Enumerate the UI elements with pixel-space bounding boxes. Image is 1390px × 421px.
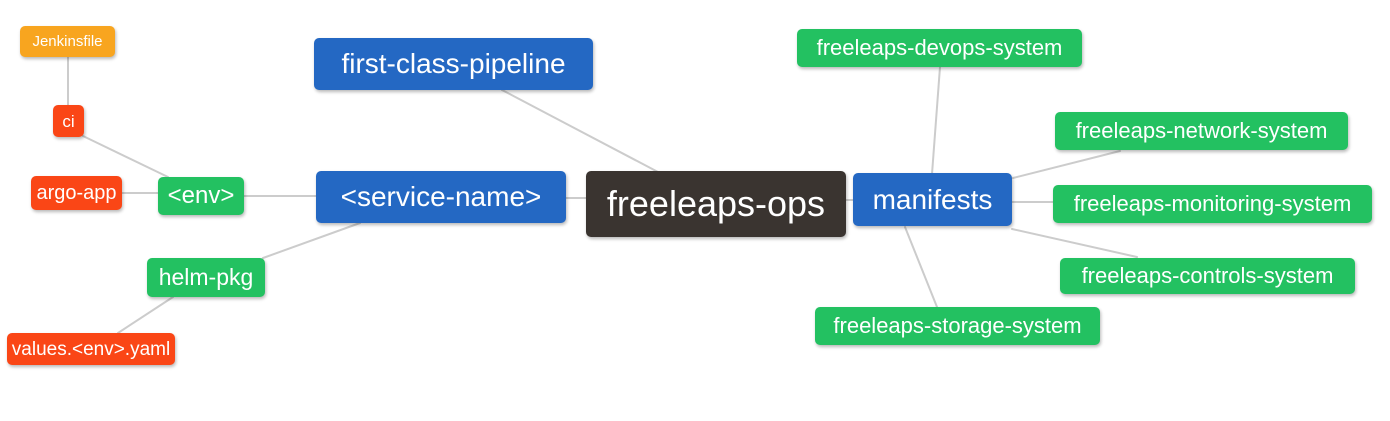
node-freeleaps-ops[interactable]: freeleaps-ops — [586, 171, 846, 237]
edge-ci-to-env — [82, 135, 169, 178]
node-helm-pkg[interactable]: helm-pkg — [147, 258, 265, 297]
node-devops-system[interactable]: freeleaps-devops-system — [797, 29, 1082, 67]
edge-manifests-to-network-system — [1012, 150, 1121, 179]
edge-first-class-pipeline-to-freeleaps-ops — [501, 89, 659, 173]
edge-service-name-to-helm-pkg — [262, 222, 361, 259]
node-network-system[interactable]: freeleaps-network-system — [1055, 112, 1348, 150]
node-argo-app[interactable]: argo-app — [31, 176, 122, 210]
edge-manifests-to-devops-system — [931, 66, 941, 175]
node-ci[interactable]: ci — [53, 105, 84, 137]
node-jenkinsfile[interactable]: Jenkinsfile — [20, 26, 115, 57]
node-service-name[interactable]: <service-name> — [316, 171, 566, 223]
node-first-class-pipeline[interactable]: first-class-pipeline — [314, 38, 593, 90]
edge-helm-pkg-to-values-env-yaml — [117, 296, 174, 334]
node-storage-system[interactable]: freeleaps-storage-system — [815, 307, 1100, 345]
node-values-env-yaml[interactable]: values.<env>.yaml — [7, 333, 175, 365]
node-monitoring-system[interactable]: freeleaps-monitoring-system — [1053, 185, 1372, 223]
node-controls-system[interactable]: freeleaps-controls-system — [1060, 258, 1355, 294]
node-env[interactable]: <env> — [158, 177, 244, 215]
edge-manifests-to-storage-system — [904, 226, 938, 308]
edge-manifests-to-controls-system — [1011, 228, 1138, 258]
node-manifests[interactable]: manifests — [853, 173, 1012, 226]
